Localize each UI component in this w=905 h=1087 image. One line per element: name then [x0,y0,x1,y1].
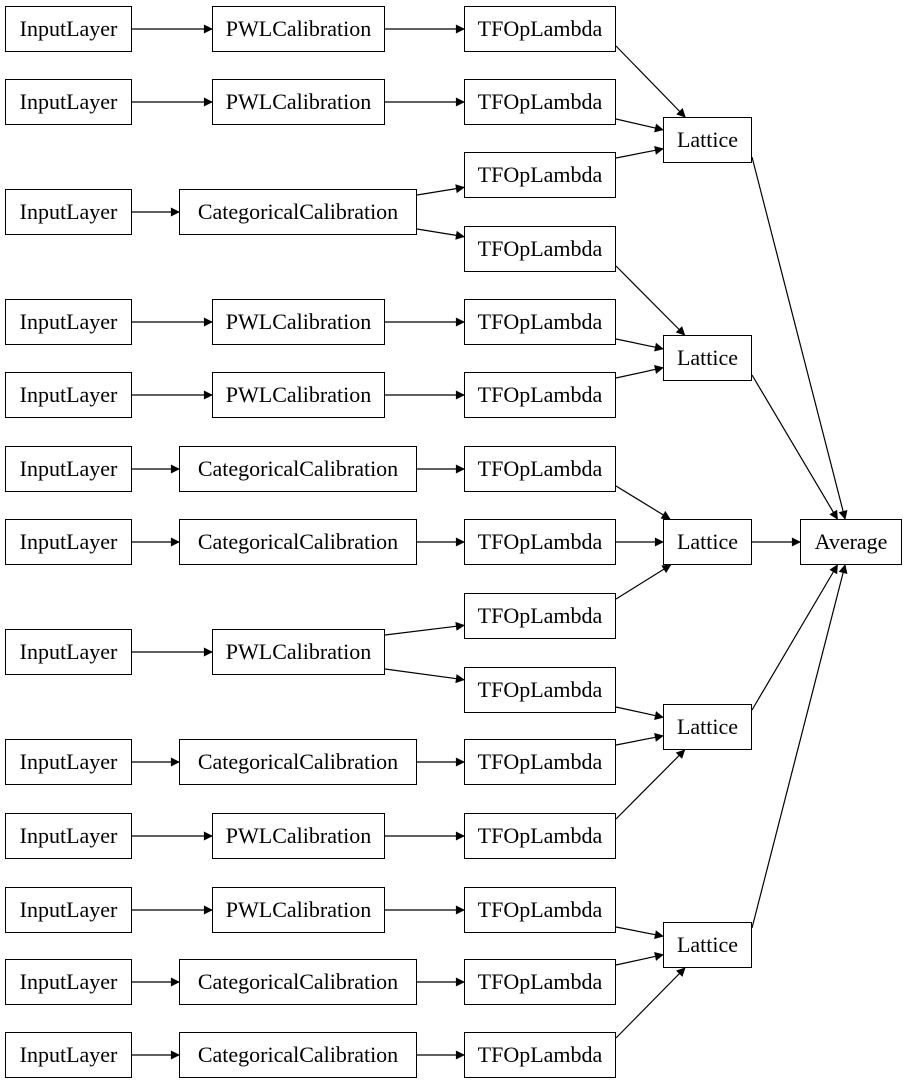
node-i12-inputlayer: InputLayer [5,1032,132,1078]
node-i8-inputlayer: InputLayer [5,739,132,785]
node-l0-lattice: Lattice [663,117,752,163]
node-c10-pwlcalibration: PWLCalibration [212,887,385,933]
edge-t14-to-l4 [615,967,686,1039]
edge-c7-to-t9 [384,668,465,684]
edge-t6-to-l2 [615,485,671,520]
node-t9-tfoplambda: TFOpLambda [464,667,616,713]
edge-t3-to-l1 [615,265,686,336]
node-i4-inputlayer: InputLayer [5,372,132,418]
node-l1-lattice: Lattice [663,335,752,381]
edge-l4-to-avg [751,564,848,929]
node-i0-inputlayer: InputLayer [5,6,132,52]
node-c11-categoricalcalibration: CategoricalCalibration [179,959,417,1005]
node-t0-tfoplambda: TFOpLambda [464,6,616,52]
edge-t4-to-l1 [615,338,664,352]
edge-l1-to-avg [751,374,838,520]
node-c1-pwlcalibration: PWLCalibration [212,79,385,125]
node-t1-tfoplambda: TFOpLambda [464,79,616,125]
node-c5-categoricalcalibration: CategoricalCalibration [179,446,417,492]
node-l3-lattice: Lattice [663,704,752,750]
node-t5-tfoplambda: TFOpLambda [464,372,616,418]
node-i6-inputlayer: InputLayer [5,519,132,565]
node-c12-categoricalcalibration: CategoricalCalibration [179,1032,417,1078]
node-t3-tfoplambda: TFOpLambda [464,226,616,272]
node-t4-tfoplambda: TFOpLambda [464,299,616,345]
edge-t0-to-l0 [615,45,686,118]
edge-t13-to-l4 [615,952,664,966]
node-t14-tfoplambda: TFOpLambda [464,1032,616,1078]
node-l4-lattice: Lattice [663,922,752,968]
node-l2-lattice: Lattice [663,519,752,565]
node-i11-inputlayer: InputLayer [5,959,132,1005]
edge-t11-to-l3 [615,749,686,820]
edge-t10-to-l3 [615,732,664,746]
node-c9-pwlcalibration: PWLCalibration [212,813,385,859]
node-t6-tfoplambda: TFOpLambda [464,446,616,492]
node-c6-categoricalcalibration: CategoricalCalibration [179,519,417,565]
node-i2-inputlayer: InputLayer [5,189,132,235]
edge-t8-to-l2 [615,564,672,600]
node-t11-tfoplambda: TFOpLambda [464,813,616,859]
edge-t1-to-l0 [615,118,664,133]
node-t8-tfoplambda: TFOpLambda [464,593,616,639]
edge-c2-to-t2 [416,184,465,196]
node-t10-tfoplambda: TFOpLambda [464,739,616,785]
node-t13-tfoplambda: TFOpLambda [464,959,616,1005]
edge-t9-to-l3 [615,706,664,720]
node-c0-pwlcalibration: PWLCalibration [212,6,385,52]
node-avg-average: Average [800,519,902,565]
node-i5-inputlayer: InputLayer [5,446,132,492]
node-c3-pwlcalibration: PWLCalibration [212,299,385,345]
node-c2-categoricalcalibration: CategoricalCalibration [179,189,417,235]
edge-c2-to-t3 [416,228,465,240]
node-t12-tfoplambda: TFOpLambda [464,887,616,933]
node-t2-tfoplambda: TFOpLambda [464,152,616,198]
node-c7-pwlcalibration: PWLCalibration [212,629,385,675]
edge-c7-to-t8 [384,621,465,636]
edge-t5-to-l1 [615,365,664,379]
edge-l3-to-avg [751,564,838,711]
node-c4-pwlcalibration: PWLCalibration [212,372,385,418]
edge-t12-to-l4 [615,926,664,940]
node-i7-inputlayer: InputLayer [5,629,132,675]
node-t7-tfoplambda: TFOpLambda [464,519,616,565]
edge-t2-to-l0 [615,145,664,159]
node-i10-inputlayer: InputLayer [5,887,132,933]
node-i3-inputlayer: InputLayer [5,299,132,345]
node-i9-inputlayer: InputLayer [5,813,132,859]
edge-l0-to-avg [751,156,848,520]
node-c8-categoricalcalibration: CategoricalCalibration [179,739,417,785]
node-i1-inputlayer: InputLayer [5,79,132,125]
